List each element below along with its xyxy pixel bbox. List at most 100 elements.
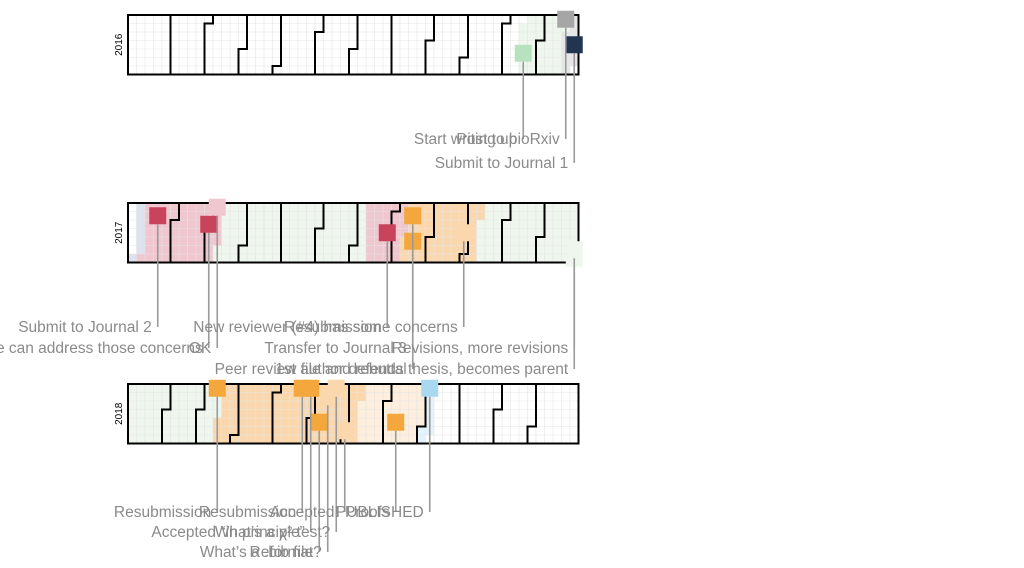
event-label: Start writing up bbox=[414, 131, 517, 148]
period-cell bbox=[162, 228, 171, 237]
period-cell bbox=[366, 228, 375, 237]
period-cell bbox=[187, 426, 196, 435]
period-cell bbox=[238, 426, 247, 435]
period-cell bbox=[357, 426, 366, 435]
period-cell bbox=[391, 254, 400, 263]
period-cell bbox=[510, 203, 519, 212]
period-cell bbox=[476, 245, 485, 254]
period-cell bbox=[434, 245, 443, 254]
period-cell bbox=[374, 435, 383, 444]
period-cell bbox=[264, 237, 273, 246]
period-cell bbox=[502, 220, 511, 229]
period-cell bbox=[145, 392, 154, 401]
period-cell bbox=[289, 245, 298, 254]
month-boundary bbox=[501, 203, 512, 263]
period-cell bbox=[323, 228, 332, 237]
period-cell bbox=[468, 203, 477, 212]
period-cell bbox=[400, 435, 409, 444]
period-cell bbox=[179, 203, 188, 212]
period-cell bbox=[315, 211, 324, 220]
period-cell bbox=[162, 435, 171, 444]
period-cell bbox=[434, 237, 443, 246]
period-cell bbox=[408, 401, 417, 410]
period-cell bbox=[221, 245, 230, 254]
period-cell bbox=[468, 211, 477, 220]
period-cell bbox=[366, 203, 375, 212]
period-cell bbox=[264, 409, 273, 418]
period-cell bbox=[332, 254, 341, 263]
period-cell bbox=[323, 220, 332, 229]
period-cell bbox=[408, 409, 417, 418]
period-cell bbox=[366, 409, 375, 418]
period-cell bbox=[527, 66, 536, 75]
period-cell bbox=[527, 220, 536, 229]
period-cell bbox=[485, 203, 494, 212]
period-cell bbox=[485, 237, 494, 246]
period-cell bbox=[264, 203, 273, 212]
period-cell bbox=[527, 228, 536, 237]
period-cell bbox=[536, 23, 545, 32]
period-cell bbox=[425, 211, 434, 220]
period-cell bbox=[289, 228, 298, 237]
period-cell bbox=[332, 220, 341, 229]
period-cell bbox=[289, 203, 298, 212]
period-cell bbox=[527, 15, 536, 24]
period-cell bbox=[281, 392, 290, 401]
period-cell bbox=[391, 392, 400, 401]
period-cell bbox=[247, 392, 256, 401]
event-label: Submit to Journal 1 bbox=[435, 155, 569, 172]
period-cell bbox=[366, 245, 375, 254]
period-cell bbox=[493, 228, 502, 237]
period-cell bbox=[221, 220, 230, 229]
period-cell bbox=[340, 237, 349, 246]
event-label: Peer review file and rebuttal bbox=[215, 361, 407, 378]
period-cell bbox=[247, 418, 256, 427]
period-cell bbox=[519, 228, 528, 237]
period-cell bbox=[170, 401, 179, 410]
month-boundary bbox=[203, 15, 214, 75]
period-cell bbox=[238, 254, 247, 263]
period-cell bbox=[425, 228, 434, 237]
event-label: Revisions, more revisions bbox=[392, 340, 569, 357]
period-cell bbox=[187, 203, 196, 212]
month-boundary bbox=[348, 203, 359, 263]
period-cell bbox=[476, 237, 485, 246]
event-mark bbox=[200, 215, 218, 233]
period-cell bbox=[196, 409, 205, 418]
period-cell bbox=[264, 418, 273, 427]
period-cell bbox=[145, 228, 154, 237]
period-cell bbox=[442, 203, 451, 212]
period-cell bbox=[306, 211, 315, 220]
period-cell bbox=[536, 32, 545, 41]
period-cell bbox=[510, 254, 519, 263]
period-cell bbox=[493, 220, 502, 229]
period-cell bbox=[247, 237, 256, 246]
period-cell bbox=[357, 384, 366, 393]
period-cell bbox=[298, 254, 307, 263]
period-cell bbox=[238, 409, 247, 418]
period-cell bbox=[264, 401, 273, 410]
period-cell bbox=[264, 435, 273, 444]
period-cell bbox=[230, 203, 239, 212]
period-cell bbox=[357, 435, 366, 444]
event-label: What’s a χ² test? bbox=[215, 524, 331, 541]
period-cell bbox=[536, 49, 545, 58]
period-cell bbox=[230, 254, 239, 263]
period-cell bbox=[272, 392, 281, 401]
period-cell bbox=[145, 418, 154, 427]
period-cell bbox=[544, 40, 553, 49]
period-cell bbox=[153, 426, 162, 435]
period-cell bbox=[153, 409, 162, 418]
period-cell bbox=[153, 392, 162, 401]
period-cell bbox=[230, 384, 239, 393]
period-cell bbox=[238, 384, 247, 393]
period-cell bbox=[502, 245, 511, 254]
period-cell bbox=[502, 254, 511, 263]
period-cell bbox=[179, 254, 188, 263]
month-boundary bbox=[382, 384, 393, 444]
period-cell bbox=[306, 245, 315, 254]
period-cell bbox=[519, 32, 528, 41]
month-boundary bbox=[424, 15, 435, 75]
period-cell bbox=[145, 426, 154, 435]
period-cell bbox=[247, 384, 256, 393]
